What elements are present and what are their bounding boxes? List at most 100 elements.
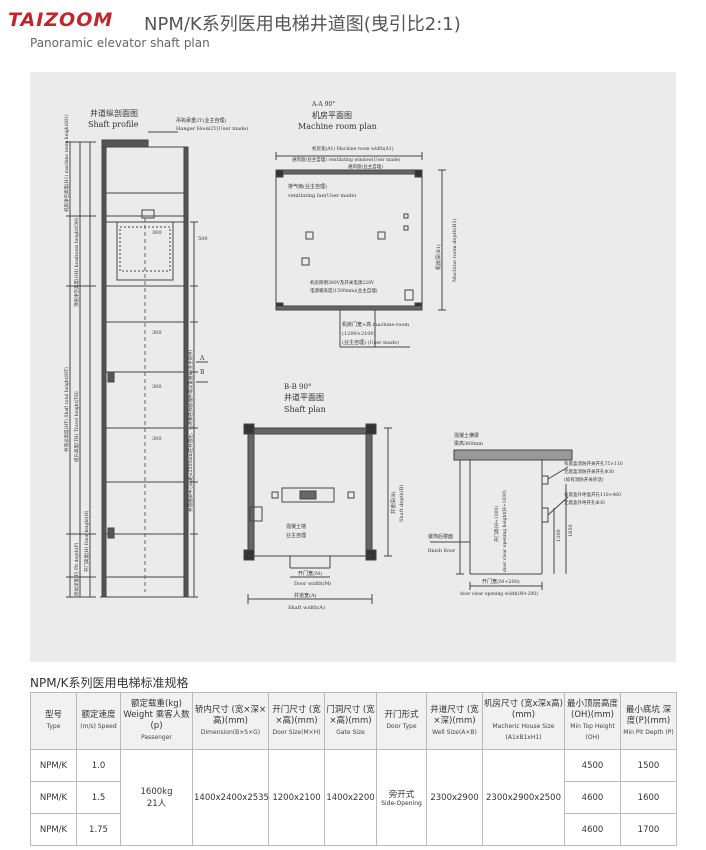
shaft-plan-title-en: Shaft plan: [284, 405, 326, 414]
machine-room-title-cn: 机房平面图: [312, 110, 352, 120]
fire-hole-1: 有底盒消防开关开孔75×110: [564, 460, 623, 467]
header-door-size: 开门尺寸 (宽×高)(mm)Door Size(M×H): [268, 692, 325, 750]
header-load: 额定载重(kg) Weight 乘客人数(p)Passenger: [120, 692, 193, 750]
shaft-depth-en: Shaft depth(B): [398, 485, 405, 522]
table-title: NPM/K系列医用电梯标准规格: [30, 676, 189, 690]
cell-min-oh: 4600: [564, 781, 621, 814]
door-label-2: (1200×2100): [342, 330, 376, 337]
door-width-cn: 开门宽(M): [298, 570, 322, 577]
header-well-size: 井道尺寸 (宽×深)(mm)Well Size(A×B): [426, 692, 483, 750]
cell-min-pit: 1700: [620, 813, 677, 846]
dim-th: 提升高度(TH) Travel height(TH): [73, 391, 80, 462]
cell-min-oh: 4600: [564, 813, 621, 846]
machine-room-box: [105, 146, 185, 194]
header-speed: 额定速度(m/s) Speed: [76, 692, 121, 750]
cell-door-size: 1200x2100: [268, 749, 325, 846]
car-frame: [116, 221, 174, 281]
machine-room-title-en: Machine room plan: [298, 122, 377, 131]
table-row: NPM/K 1.75 4600 1700: [30, 813, 677, 846]
hook-label-cn: 吊钩承重2T(业主自理): [176, 117, 226, 124]
door-width-en: Door width(M): [294, 580, 331, 587]
profile-right-wall: [183, 146, 189, 598]
dim-1300: 1300: [556, 529, 562, 542]
open-height-cn: 开门高(H+1000): [493, 506, 500, 542]
rope-hole-1: [305, 231, 314, 240]
header-min-pit: 最小底坑 深度(P)(mm)Min Pit Depth (P): [620, 692, 677, 750]
drawing-svg: 井道纵剖面图 Shaft profile 吊钩承重2T(业主自理) Hanger…: [63, 101, 623, 611]
dim-500: 500: [198, 236, 208, 242]
counterweight: [249, 506, 263, 522]
dim-oh: 顶层净空高度(OH) headroom height(OH): [73, 217, 80, 307]
cell-min-pit: 1500: [620, 749, 677, 782]
header-machine-room: 机房尺寸 (宽x深x高)(mm)Macheric House Size (A1x…: [482, 692, 565, 750]
beam-height: 梁高300mm: [454, 440, 483, 447]
cell-min-oh: 4500: [564, 749, 621, 782]
machine-room-slab: [101, 139, 149, 148]
concrete-beam: [453, 449, 573, 461]
header-min-oh: 最小顶层高度 (OH)(mm)Min Top Height (OH): [564, 692, 621, 750]
hook-label-en: Hanger Hook2T(User made): [176, 125, 248, 132]
dim-ht: 井道总高度(HT) Shaft total height(HT): [63, 367, 70, 452]
machine-room-width: 机房宽(A1) Machine room width(A1): [312, 145, 394, 152]
rope-hole-2: [377, 231, 386, 240]
cell-machine-room: 2300x2900x2500: [482, 749, 565, 846]
dim-300-1: 300: [152, 230, 162, 236]
power-label-2: 电源箱高度(1500mm)(业主自理): [310, 287, 378, 294]
wall-note-1: 混凝土墙: [286, 523, 306, 530]
rope-hole-3: [301, 257, 310, 266]
shaft-plan-title-cn: 井道平面图: [284, 392, 324, 402]
open-height-en: door clear opening height(H+1000): [501, 490, 508, 572]
cell-min-pit: 1600: [620, 781, 677, 814]
call-hole-1: 有底盒外呼盒开孔110×460: [564, 491, 621, 498]
cell-type: NPM/K: [30, 749, 77, 782]
cell-speed: 1.75: [76, 813, 121, 846]
ring-beam-note: 井道圈梁中心间距≤2500mm在井道左、右两侧各预留埋件或设置圈梁(业主提供): [187, 349, 194, 512]
fan-label-en: ventilating fan(User made): [287, 192, 356, 199]
floor-label-cn: 装饰后楼面: [428, 533, 453, 540]
profile-title-en: Shaft profile: [88, 120, 139, 129]
open-width-en: door clear opening width(M+200): [460, 590, 538, 597]
cell-type: NPM/K: [30, 781, 77, 814]
call-box: [541, 507, 549, 523]
window-label-short: 通风窗(业主自理): [348, 163, 383, 170]
profile-title-cn: 井道纵剖面图: [90, 108, 138, 118]
power-box: [404, 289, 414, 301]
shaft-width-en: Shaft width(A): [288, 604, 325, 611]
brand-logo: TAIZOOM: [8, 9, 114, 31]
dim-h: 开门高度(H) Door height(H): [83, 510, 90, 572]
section-mark-a: A: [199, 355, 205, 362]
header-car-size: 轿内尺寸 (宽×深×高)(mm)Dimension(B×S×G): [192, 692, 269, 750]
machine-room-depth-cn: 机房深(B1): [435, 244, 442, 270]
shaft-depth-cn: 井道深(B): [390, 491, 397, 514]
dim-300-4: 300: [152, 436, 162, 442]
open-width-cn: 开门宽(M+200): [482, 578, 520, 585]
cell-well-size: 2300x2900: [426, 749, 483, 846]
shaft-width-cn: 井道宽(A): [294, 592, 317, 599]
traction-machine: [141, 209, 155, 219]
page-title: NPM/K系列医用电梯井道图(曳引比2:1): [144, 14, 461, 35]
power-label-1: 机房照明380V及开关电源220V: [310, 279, 375, 286]
wall-note-2: 业主自理: [286, 532, 306, 539]
machine-room-section: A-A 90°: [311, 101, 335, 108]
header-gate-size: 门洞尺寸 (宽×高)(mm)Gate Size: [324, 692, 377, 750]
floor-label-en: finish floor: [428, 548, 456, 554]
cell-speed: 1.5: [76, 781, 121, 814]
landing-door-marker: [107, 371, 115, 383]
dim-1850: 1850: [568, 524, 574, 537]
dim-300-2: 300: [152, 330, 162, 336]
car-beam: [281, 487, 335, 503]
dim-p: 底坑深度(P) Pit depth(P): [73, 542, 80, 596]
beam-label: 混凝土横梁: [454, 432, 479, 439]
shaft-plan-section: B-B 90°: [284, 383, 311, 391]
fire-hole-2: 无底盒消防开关开孔Φ30: [564, 468, 614, 475]
fire-switch-box: [541, 475, 549, 485]
cell-speed: 1.0: [76, 749, 121, 782]
door-label-3: (业主自理) (User made): [342, 339, 399, 346]
door-label-1: 机房门宽×高 machine-room: [342, 321, 409, 328]
